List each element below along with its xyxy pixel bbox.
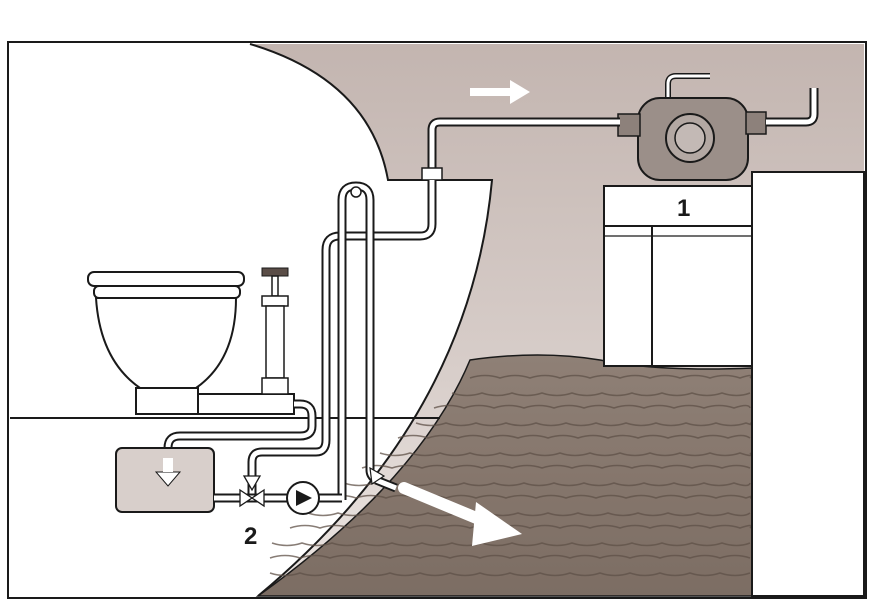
- callout-holding-tank-pump: 1: [677, 195, 691, 222]
- wave-line: [433, 404, 751, 409]
- wave-line: [269, 554, 751, 559]
- flow-arrow-overboard: [398, 482, 522, 546]
- pump-inlet-pipe: [427, 117, 620, 176]
- callout-seacock-valve: 2: [244, 523, 258, 550]
- pump-shelf: [603, 185, 753, 227]
- wave-line: [415, 422, 756, 427]
- toilet: [87, 271, 295, 415]
- macerator-pump: [286, 481, 320, 515]
- sea-water: [255, 354, 753, 597]
- wave-line: [379, 452, 753, 457]
- holding-tank-pump: [617, 73, 767, 181]
- flow-arrow-top: [470, 80, 530, 104]
- wave-line: [343, 482, 751, 487]
- toilet-outlet-pipe: [163, 399, 317, 470]
- bulkhead-right: [751, 171, 865, 597]
- wave-line: [469, 374, 753, 379]
- wave-line: [269, 572, 751, 577]
- cabinet-body: [603, 225, 753, 367]
- wave-lines: [269, 374, 756, 577]
- tank-vent-pipe: [247, 180, 437, 498]
- wave-line: [361, 464, 751, 469]
- overboard-pipe: [369, 466, 398, 493]
- holding-tank: [115, 447, 215, 513]
- wave-line: [271, 542, 751, 547]
- wave-line: [307, 512, 751, 517]
- deck-fitting: [421, 167, 443, 181]
- hand-pump: [261, 267, 289, 395]
- flow-arrow-tank: [163, 458, 173, 472]
- y-valve: [239, 475, 265, 508]
- wave-line: [325, 494, 756, 499]
- wave-line: [451, 392, 751, 397]
- wave-line: [289, 524, 753, 529]
- wave-line: [397, 434, 751, 439]
